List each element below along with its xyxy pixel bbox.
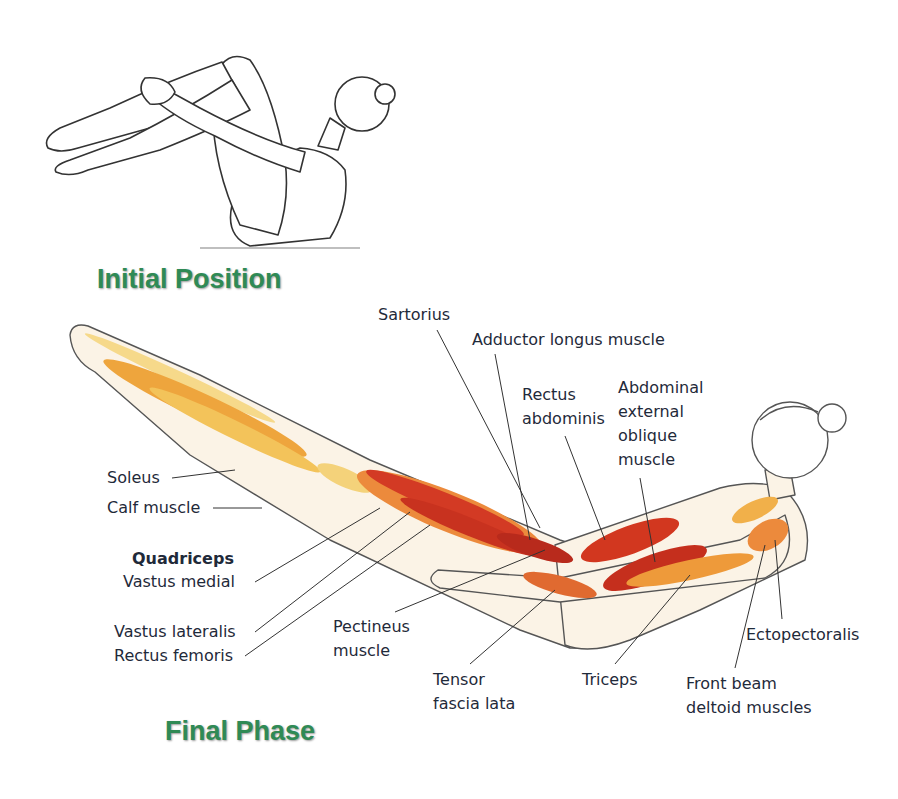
panel-heading: Final Phase — [165, 715, 315, 747]
figure-floor — [200, 247, 360, 249]
leader-line — [640, 478, 655, 562]
leader-line — [255, 508, 380, 582]
leader-line — [565, 436, 605, 540]
muscle-label: Calf muscle — [107, 496, 200, 520]
leader-line — [775, 540, 782, 619]
initial-figure — [47, 57, 396, 248]
muscle-label: Sartorius — [378, 303, 450, 327]
vastus — [397, 491, 543, 564]
leader-line — [172, 470, 235, 478]
hairline — [760, 407, 818, 420]
muscle-label: Front beam deltoid muscles — [686, 672, 834, 720]
pectoralis — [729, 491, 782, 528]
leader-line — [255, 512, 410, 632]
adductor — [494, 527, 576, 569]
leader-line — [735, 545, 765, 668]
leader-line — [437, 330, 540, 528]
leader-line — [495, 354, 530, 540]
head — [752, 402, 828, 478]
muscle-label: Ectopectoralis — [746, 623, 859, 647]
muscle-label: Tensor fascia lata — [433, 668, 535, 716]
muscle-label: Adductor longus muscle — [472, 328, 665, 352]
soleus-muscle — [146, 380, 325, 479]
tensor — [521, 566, 599, 603]
muscle-label: Quadriceps — [132, 547, 234, 571]
final-figure — [70, 325, 846, 649]
leader-line — [395, 550, 545, 612]
figure-bun — [375, 84, 395, 104]
muscle-label: Soleus — [107, 466, 160, 490]
leader-line — [470, 590, 555, 664]
muscles — [82, 328, 794, 603]
figure-hands — [141, 78, 175, 104]
muscle-label: Triceps — [582, 668, 638, 692]
muscle-label: Vastus lateralis — [114, 620, 236, 644]
muscle-label: Pectineus muscle — [333, 615, 429, 663]
triceps — [624, 547, 755, 594]
muscle-label: Abdominal external oblique muscle — [618, 376, 726, 472]
hair-bun — [818, 404, 846, 432]
panel-heading: Initial Position — [97, 263, 282, 295]
leader-line — [245, 525, 430, 656]
leader-line — [615, 575, 690, 664]
muscle-label: Vastus medial — [123, 570, 235, 594]
muscle-label: Rectus femoris — [114, 644, 233, 668]
shin-bone — [82, 328, 277, 428]
muscle-label: Rectus abdominis — [522, 383, 622, 431]
figure-neck — [318, 118, 345, 150]
leader-lines — [172, 330, 782, 668]
leader-line — [213, 508, 262, 509]
